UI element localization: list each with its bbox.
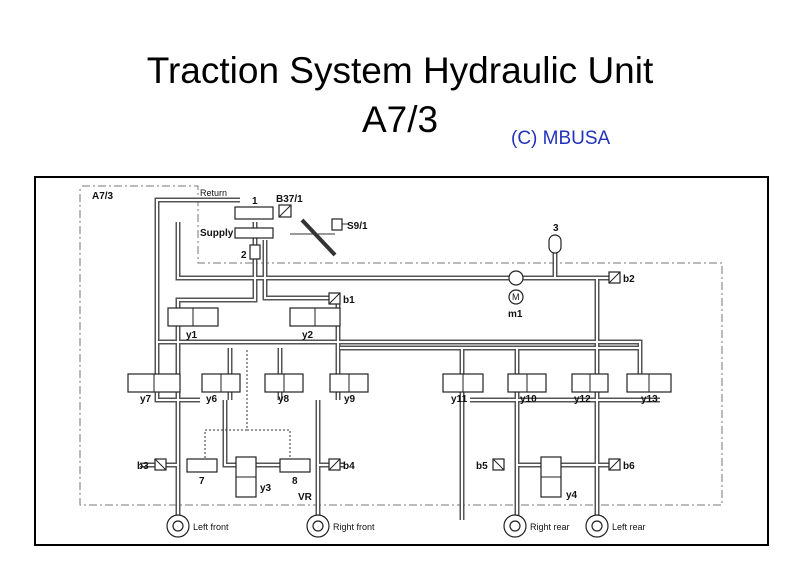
sensor-b1: b1 bbox=[328, 292, 355, 306]
copyright: (C) MBUSA bbox=[511, 128, 611, 149]
svg-text:7: 7 bbox=[199, 476, 205, 487]
valve-y4: y4 bbox=[540, 456, 578, 501]
svg-text:M: M bbox=[512, 292, 520, 302]
valve-y10: y10 bbox=[507, 373, 547, 405]
sensor-b4: b4 bbox=[328, 458, 355, 472]
svg-text:b3: b3 bbox=[137, 461, 149, 472]
svg-text:y7: y7 bbox=[140, 394, 152, 405]
svg-text:y3: y3 bbox=[260, 483, 272, 494]
wheel-left-front: Left front bbox=[166, 514, 229, 538]
valve-y13: y13 bbox=[626, 373, 672, 405]
valve-y6: y6 bbox=[201, 373, 241, 405]
valve-y7: y7 bbox=[127, 373, 181, 405]
sensor-b2: b2 bbox=[608, 271, 635, 285]
valve-y9: y9 bbox=[329, 373, 369, 405]
unit-label: A7/3 bbox=[92, 191, 114, 202]
diagram-frame bbox=[34, 176, 769, 546]
page-title: Traction System Hydraulic Unit bbox=[146, 50, 654, 91]
sensor-b3: b3 bbox=[137, 458, 167, 472]
svg-text:b5: b5 bbox=[476, 461, 488, 472]
valve-row: y7 y6 y8 y9 y11 y10 y12 y13 bbox=[127, 373, 672, 405]
svg-text:b6: b6 bbox=[623, 461, 635, 472]
svg-text:3: 3 bbox=[553, 223, 559, 234]
svg-text:y2: y2 bbox=[302, 330, 314, 341]
svg-text:2: 2 bbox=[241, 250, 247, 261]
svg-text:b2: b2 bbox=[623, 274, 635, 285]
accumulator-3: 3 bbox=[548, 223, 562, 254]
svg-text:B37/1: B37/1 bbox=[276, 194, 303, 205]
supply-label: Supply bbox=[200, 228, 234, 239]
svg-text:Right rear: Right rear bbox=[530, 522, 570, 532]
svg-text:y8: y8 bbox=[278, 394, 290, 405]
svg-text:b4: b4 bbox=[343, 461, 355, 472]
svg-text:y13: y13 bbox=[641, 394, 658, 405]
valve-y12: y12 bbox=[571, 373, 609, 405]
valve-y11: y11 bbox=[442, 373, 484, 405]
svg-text:y12: y12 bbox=[574, 394, 591, 405]
svg-text:y10: y10 bbox=[520, 394, 537, 405]
svg-text:y4: y4 bbox=[566, 490, 578, 501]
svg-text:y9: y9 bbox=[344, 394, 356, 405]
svg-text:y11: y11 bbox=[451, 394, 468, 405]
return-label: Return bbox=[200, 188, 227, 198]
sensor-b5: b5 bbox=[476, 458, 505, 472]
page-subtitle: A7/3 bbox=[361, 99, 439, 140]
svg-text:m1: m1 bbox=[508, 309, 523, 320]
valve-y3: y3 bbox=[235, 456, 272, 498]
valve-y2: y2 bbox=[289, 307, 341, 341]
vr-label: VR bbox=[298, 492, 313, 503]
svg-text:Right front: Right front bbox=[333, 522, 375, 532]
valve-y8: y8 bbox=[264, 373, 304, 405]
valve-y1: y1 bbox=[167, 307, 219, 341]
svg-text:y1: y1 bbox=[186, 330, 198, 341]
svg-text:b1: b1 bbox=[343, 295, 355, 306]
pipes bbox=[140, 197, 660, 520]
svg-text:Left front: Left front bbox=[193, 522, 229, 532]
wheel-right-front: Right front bbox=[306, 514, 375, 538]
svg-text:y6: y6 bbox=[206, 394, 218, 405]
damper-8: 8 bbox=[279, 458, 311, 487]
sensor-b6: b6 bbox=[608, 458, 635, 472]
reservoir-block-1: 1 Return Supply 2 bbox=[200, 188, 274, 261]
damper-7: 7 bbox=[186, 458, 218, 487]
svg-text:8: 8 bbox=[292, 476, 298, 487]
pump-motor-m1: M m1 bbox=[508, 270, 524, 320]
svg-text:1: 1 bbox=[252, 196, 258, 207]
sensor-b37-1: B37/1 bbox=[276, 194, 303, 218]
switch-s9-1: S9/1 bbox=[331, 218, 368, 232]
svg-text:Left rear: Left rear bbox=[612, 522, 646, 532]
wheel-left-rear: Left rear bbox=[585, 514, 646, 538]
svg-text:S9/1: S9/1 bbox=[347, 221, 368, 232]
wheel-right-rear: Right rear bbox=[503, 514, 570, 538]
unit-boundary bbox=[79, 185, 723, 506]
